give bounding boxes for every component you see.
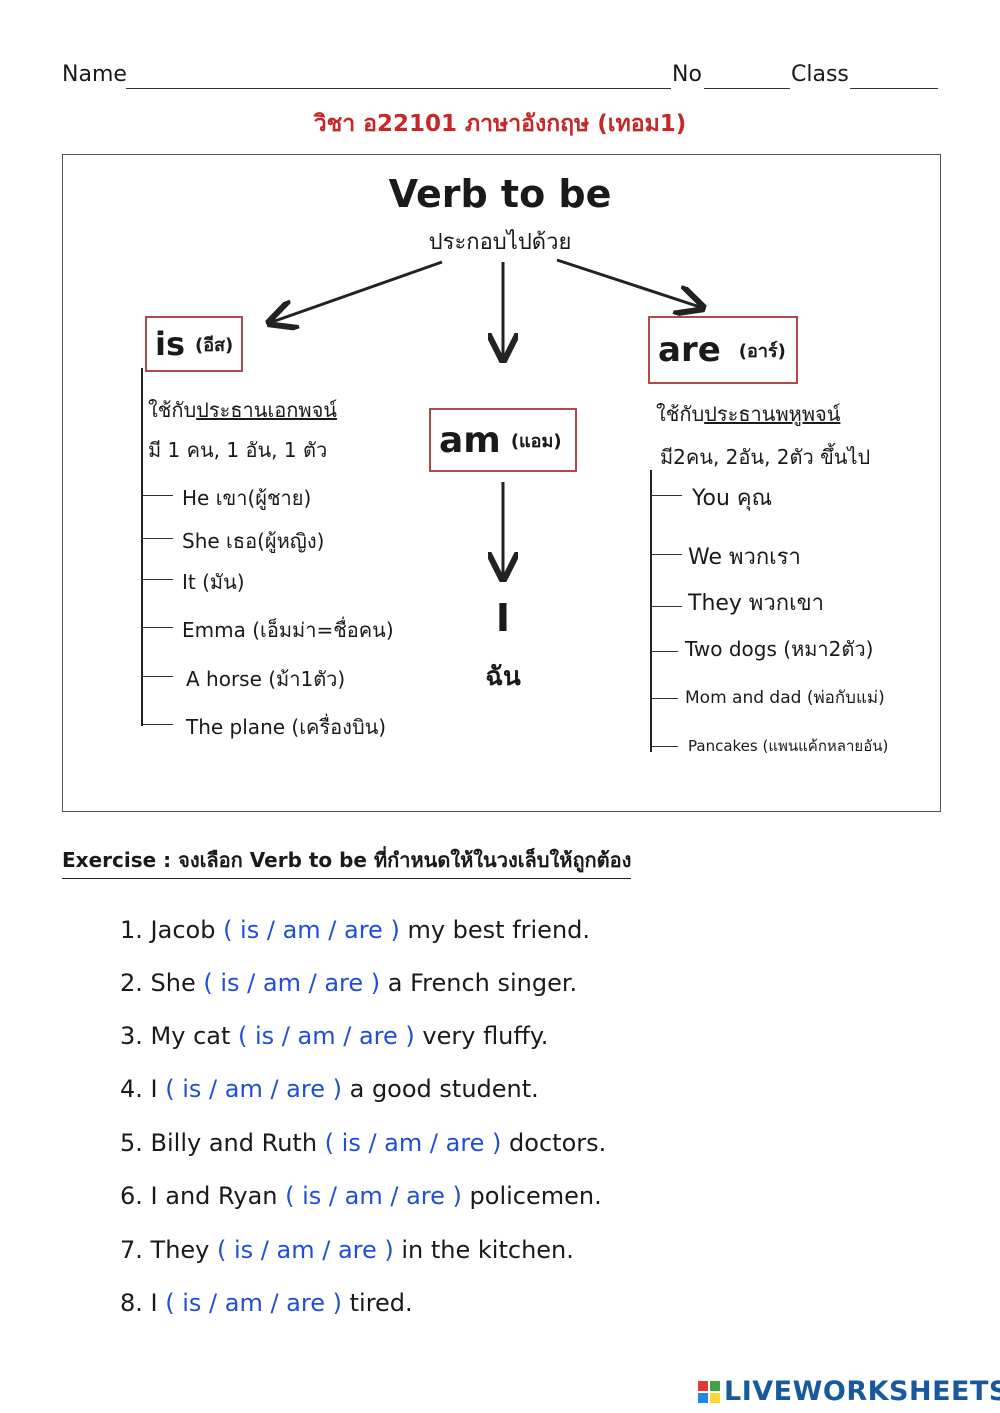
class-input-line[interactable] xyxy=(850,88,938,89)
question-stem: 3. My cat xyxy=(120,1022,239,1050)
is-box: is (อีส) xyxy=(145,316,243,372)
answer-choice-dropdown[interactable]: ( is / am / are ) xyxy=(203,969,381,997)
is-tick xyxy=(143,579,173,580)
class-label: Class xyxy=(791,62,849,87)
name-input-line[interactable] xyxy=(126,88,671,89)
are-tick xyxy=(650,698,678,699)
diagram-frame xyxy=(62,154,941,812)
diagram-title: Verb to be xyxy=(388,172,612,216)
are-item-1: You คุณ xyxy=(692,486,773,511)
question-2: 2. She ( is / am / are ) a French singer… xyxy=(120,969,577,997)
answer-choice-dropdown[interactable]: ( is / am / are ) xyxy=(285,1182,462,1210)
am-box: am (แอม) xyxy=(429,408,577,472)
question-stem: 2. She xyxy=(120,969,204,997)
are-word: are xyxy=(658,330,721,370)
question-stem: 6. I and Ryan xyxy=(120,1182,286,1210)
arrow-to-is xyxy=(272,260,443,322)
question-stem: 4. I xyxy=(120,1075,166,1103)
exercise-title: Exercise : จงเลือก Verb to be ที่กำหนดให… xyxy=(62,844,632,879)
answer-choice-dropdown[interactable]: ( is / am / are ) xyxy=(217,1236,394,1264)
is-word: is xyxy=(155,325,186,363)
is-rule-line2: มี 1 คน, 1 อัน, 1 ตัว xyxy=(148,438,328,462)
is-item-1: He เขา(ผู้ชาย) xyxy=(182,486,312,510)
question-tail: a French singer. xyxy=(380,969,578,997)
is-item-4: Emma (เอ็มม่า=ชื่อคน) xyxy=(182,618,394,642)
question-1: 1. Jacob ( is / am / are ) my best frien… xyxy=(120,916,590,944)
question-stem: 8. I xyxy=(120,1289,166,1317)
question-stem: 1. Jacob xyxy=(120,916,224,944)
question-tail: a good student. xyxy=(341,1075,539,1103)
subject-title: วิชา อ22101 ภาษาอังกฤษ (เทอม1) xyxy=(313,111,687,137)
is-tick xyxy=(143,676,173,677)
diagram-arrows xyxy=(0,258,1000,820)
are-rule: ใช้กับประธานพหูพจน์ xyxy=(656,398,840,430)
is-reading: (อีส) xyxy=(195,334,234,356)
are-item-6: Pancakes (แพนแค้กหลายอัน) xyxy=(688,737,889,755)
is-tick xyxy=(143,538,173,539)
am-pronoun: I xyxy=(495,596,511,640)
question-stem: 7. They xyxy=(120,1236,217,1264)
name-label: Name xyxy=(62,62,127,87)
question-6: 6. I and Ryan ( is / am / are ) policeme… xyxy=(120,1182,602,1210)
question-tail: in the kitchen. xyxy=(393,1236,574,1264)
are-tick xyxy=(650,651,678,652)
is-tick xyxy=(143,724,173,725)
are-reading: (อาร์) xyxy=(738,340,786,362)
are-tick xyxy=(650,606,682,607)
question-stem: 5. Billy and Ruth xyxy=(120,1129,325,1157)
question-tail: doctors. xyxy=(501,1129,607,1157)
question-tail: very fluffy. xyxy=(414,1022,549,1050)
are-bracket-line xyxy=(650,470,652,752)
are-item-2: We พวกเรา xyxy=(688,545,801,570)
are-item-3: They พวกเขา xyxy=(688,591,825,616)
no-input-line[interactable] xyxy=(704,88,790,89)
are-box: are (อาร์) xyxy=(648,316,798,384)
is-tick xyxy=(143,495,173,496)
are-tick xyxy=(650,746,678,747)
question-7: 7. They ( is / am / are ) in the kitchen… xyxy=(120,1236,574,1264)
question-tail: policemen. xyxy=(461,1182,602,1210)
question-8: 8. I ( is / am / are ) tired. xyxy=(120,1289,413,1317)
am-pronoun-thai: ฉัน xyxy=(485,662,521,692)
is-bracket-line xyxy=(141,368,143,726)
answer-choice-dropdown[interactable]: ( is / am / are ) xyxy=(165,1289,342,1317)
answer-choice-dropdown[interactable]: ( is / am / are ) xyxy=(324,1129,502,1157)
is-item-5: A horse (ม้า1ตัว) xyxy=(186,667,346,691)
no-label: No xyxy=(672,62,702,87)
are-tick xyxy=(650,554,682,555)
is-item-2: She เธอ(ผู้หญิง) xyxy=(182,529,325,553)
is-rule: ใช้กับประธานเอกพจน์ xyxy=(148,394,337,426)
are-rule-underlined: ประธานพหูพจน์ xyxy=(704,402,841,426)
logo-mark-icon xyxy=(698,1380,720,1403)
answer-choice-dropdown[interactable]: ( is / am / are ) xyxy=(165,1075,342,1103)
is-item-3: It (มัน) xyxy=(182,570,245,594)
question-4: 4. I ( is / am / are ) a good student. xyxy=(120,1075,539,1103)
logo-text: LIVEWORKSHEETS xyxy=(724,1376,1000,1407)
question-tail: my best friend. xyxy=(399,916,591,944)
are-item-5: Mom and dad (พ่อกับแม่) xyxy=(685,688,885,708)
are-tick xyxy=(650,495,682,496)
is-item-6: The plane (เครื่องบิน) xyxy=(186,715,387,739)
am-reading: (แอม) xyxy=(510,430,562,452)
liveworksheets-logo[interactable]: LIVEWORKSHEETS xyxy=(698,1376,1000,1407)
is-tick xyxy=(143,627,173,628)
answer-choice-dropdown[interactable]: ( is / am / are ) xyxy=(223,916,400,944)
are-rule-line2: มี2คน, 2อัน, 2ตัว ขึ้นไป xyxy=(660,445,871,469)
question-3: 3. My cat ( is / am / are ) very fluffy. xyxy=(120,1022,548,1050)
is-rule-underlined: ประธานเอกพจน์ xyxy=(196,398,337,422)
is-rule-prefix: ใช้กับ xyxy=(148,398,197,422)
answer-choice-dropdown[interactable]: ( is / am / are ) xyxy=(238,1022,415,1050)
am-word: am xyxy=(439,419,501,461)
arrow-to-are xyxy=(556,258,700,307)
question-tail: tired. xyxy=(341,1289,413,1317)
question-5: 5. Billy and Ruth ( is / am / are ) doct… xyxy=(120,1129,606,1157)
are-item-4: Two dogs (หมา2ตัว) xyxy=(685,637,874,661)
diagram-subtitle: ประกอบไปด้วย xyxy=(428,230,572,255)
are-rule-prefix: ใช้กับ xyxy=(656,402,705,426)
